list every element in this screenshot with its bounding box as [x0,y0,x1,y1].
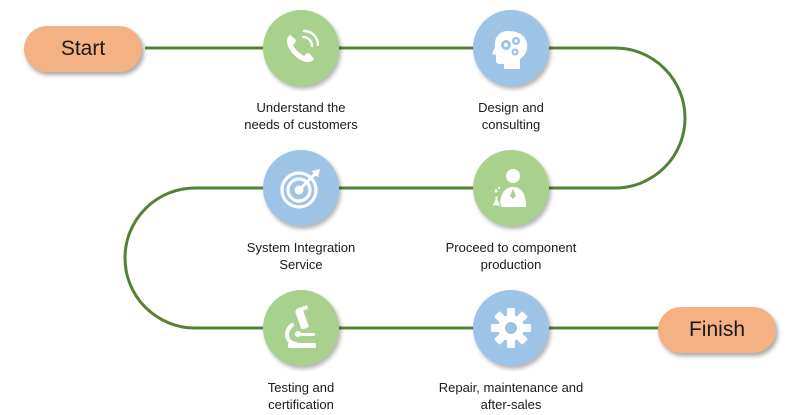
target-icon [280,169,320,209]
step-understand-needs-label: Understand the needs of customers [244,100,358,132]
step-component-production [473,150,549,226]
finish-label: Finish [688,318,746,341]
step-system-integration-label: System Integration Service [246,240,356,272]
step-understand-needs [263,10,339,86]
step-repair-maintenance [473,290,549,366]
step-design-consulting-label: Design and consulting [478,100,544,132]
step-repair-maintenance-label: Repair, maintenance and after-sales [438,380,584,412]
start-pill: Start [24,26,142,72]
step-design-consulting [473,10,549,86]
phone-icon [286,29,320,63]
step-testing-certification-label: Testing and certification [267,380,335,412]
microscope-icon [285,305,316,348]
finish-pill: Finish [658,307,776,353]
start-label: Start [60,37,106,60]
step-testing-certification [263,290,339,366]
step-system-integration [263,150,339,226]
head-gears-icon [492,31,528,69]
gear-icon [491,308,531,348]
step-component-production-label: Proceed to component production [445,240,577,272]
scientist-icon [491,169,526,207]
